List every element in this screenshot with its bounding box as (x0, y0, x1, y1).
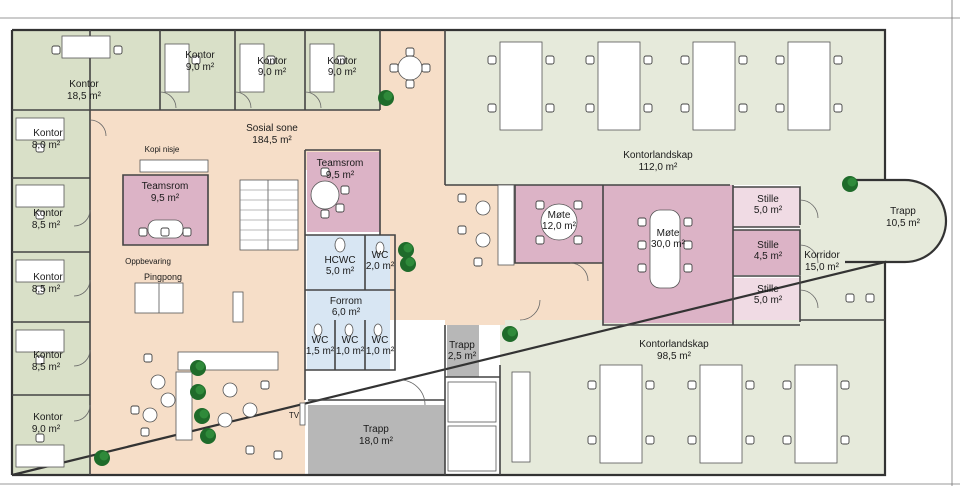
svg-text:WC: WC (342, 335, 359, 346)
svg-text:4,5 m²: 4,5 m² (754, 251, 783, 262)
svg-text:Kontor: Kontor (33, 208, 63, 219)
svg-text:Stille: Stille (757, 240, 779, 251)
svg-text:1,0 m²: 1,0 m² (366, 346, 395, 357)
svg-text:Teamsrom: Teamsrom (317, 158, 364, 169)
svg-text:Kontor: Kontor (327, 56, 357, 67)
svg-text:8,5 m²: 8,5 m² (32, 220, 61, 231)
zone-mid-strip (445, 305, 505, 325)
svg-text:1,0 m²: 1,0 m² (336, 346, 365, 357)
svg-text:Kontor: Kontor (185, 50, 215, 61)
svg-text:Møte: Møte (548, 210, 571, 221)
svg-text:5,0 m²: 5,0 m² (326, 266, 355, 277)
svg-text:Korridor: Korridor (804, 250, 840, 261)
svg-text:9,0 m²: 9,0 m² (258, 67, 287, 78)
svg-text:18,0 m²: 18,0 m² (359, 436, 394, 447)
svg-text:2,0 m²: 2,0 m² (366, 261, 395, 272)
zone-quiet-2 (733, 230, 800, 275)
room-area: 18,5 m² (67, 91, 102, 102)
svg-text:Kontor: Kontor (257, 56, 287, 67)
zone-quiet-1 (733, 187, 800, 227)
svg-text:10,5 m²: 10,5 m² (886, 218, 921, 229)
svg-text:9,0 m²: 9,0 m² (32, 424, 61, 435)
door-swing-icon (73, 91, 819, 422)
desk-cluster-top (487, 41, 843, 131)
svg-text:Teamsrom: Teamsrom (142, 181, 189, 192)
svg-text:Oppbevaring: Oppbevaring (125, 257, 171, 266)
svg-text:Kontor: Kontor (33, 350, 63, 361)
svg-text:Stille: Stille (757, 284, 779, 295)
meeting-furniture (138, 47, 693, 289)
svg-text:9,0 m²: 9,0 m² (186, 62, 215, 73)
landscape-furniture (487, 41, 850, 464)
interior-walls (12, 30, 885, 475)
svg-text:Kontor: Kontor (33, 128, 63, 139)
svg-text:112,0 m²: 112,0 m² (639, 162, 678, 173)
svg-text:98,5 m²: 98,5 m² (657, 351, 692, 362)
svg-text:Kontor: Kontor (33, 272, 63, 283)
svg-text:12,0 m²: 12,0 m² (542, 221, 577, 232)
svg-text:Trapp: Trapp (363, 424, 389, 435)
svg-text:8,5 m²: 8,5 m² (32, 284, 61, 295)
svg-text:1,5 m²: 1,5 m² (306, 346, 335, 357)
svg-text:8,0 m²: 8,0 m² (32, 140, 61, 151)
svg-text:Forrom: Forrom (330, 296, 362, 307)
svg-text:WC: WC (372, 335, 389, 346)
desk-cluster-bottom (511, 364, 850, 464)
svg-text:Pingpong: Pingpong (144, 272, 182, 282)
svg-text:Kontorlandskap: Kontorlandskap (623, 150, 693, 161)
svg-text:9,0 m²: 9,0 m² (328, 67, 357, 78)
office-furniture (15, 35, 346, 468)
svg-text:15,0 m²: 15,0 m² (805, 262, 840, 273)
svg-text:Møte: Møte (657, 228, 680, 239)
social-furniture (130, 159, 875, 460)
svg-text:2,5 m²: 2,5 m² (448, 351, 477, 362)
room-labels: Kontor 18,5 m² Kontor 9,0 m² Kontor 9,0 … (32, 50, 921, 447)
svg-text:Kopi nisje: Kopi nisje (145, 145, 180, 154)
svg-text:Trapp: Trapp (449, 340, 475, 351)
round-table-icon (540, 203, 578, 241)
desk-icon (61, 35, 111, 59)
zone-stair-right (845, 180, 946, 262)
svg-text:Trapp: Trapp (890, 206, 916, 217)
zone-stair-block (448, 380, 498, 475)
zone-wet (307, 235, 390, 370)
svg-text:6,0 m²: 6,0 m² (332, 307, 361, 318)
svg-text:WC: WC (372, 250, 389, 261)
stair-icon (239, 179, 497, 472)
svg-text:Sosial sone: Sosial sone (246, 123, 298, 134)
svg-text:HCWC: HCWC (324, 255, 355, 266)
svg-text:184,5 m²: 184,5 m² (252, 135, 292, 146)
toilet-icon (313, 237, 385, 337)
zone-stair-main (308, 405, 445, 475)
svg-text:Kontorlandskap: Kontorlandskap (639, 339, 709, 350)
svg-text:TV: TV (289, 411, 300, 420)
svg-text:5,0 m²: 5,0 m² (754, 205, 783, 216)
svg-text:5,0 m²: 5,0 m² (754, 295, 783, 306)
room-name: Kontor (69, 79, 99, 90)
svg-text:WC: WC (312, 335, 329, 346)
svg-text:Stille: Stille (757, 194, 779, 205)
svg-text:30,0 m²: 30,0 m² (651, 239, 686, 250)
svg-text:9,5 m²: 9,5 m² (326, 170, 355, 181)
svg-text:Kontor: Kontor (33, 412, 63, 423)
svg-text:9,5 m²: 9,5 m² (151, 193, 180, 204)
svg-text:8,5 m²: 8,5 m² (32, 362, 61, 373)
